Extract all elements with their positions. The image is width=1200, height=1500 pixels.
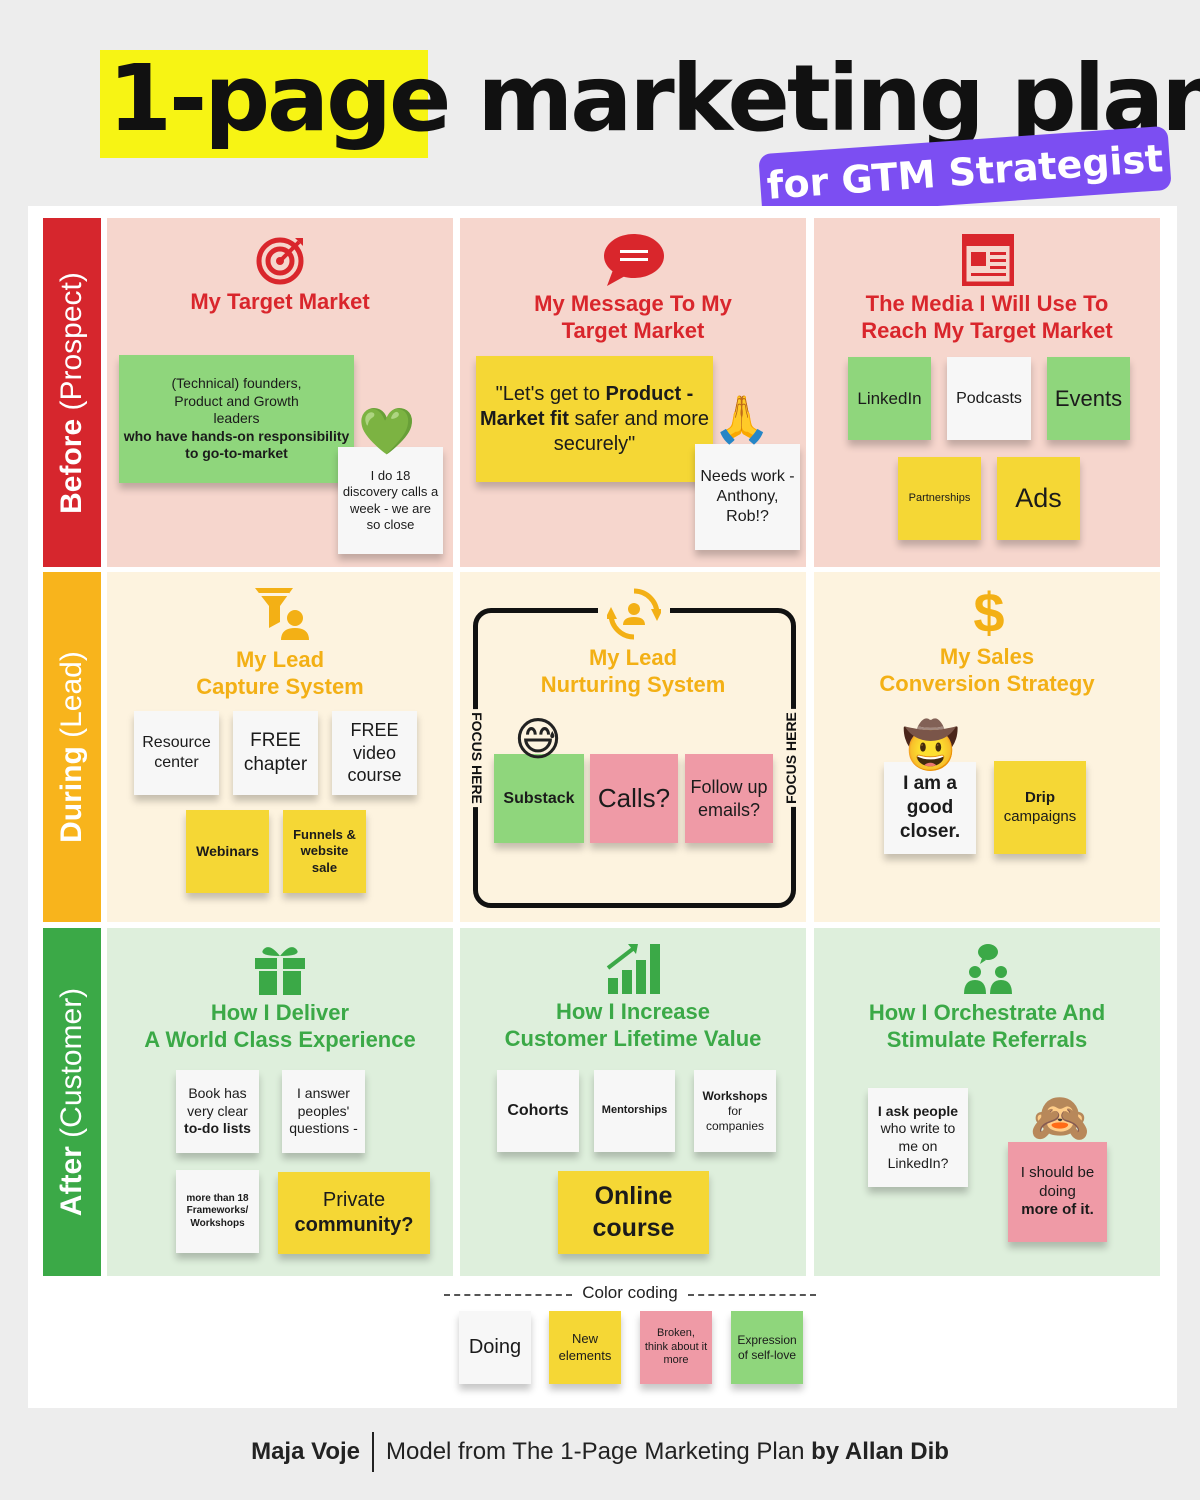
note-frameworks[interactable]: more than 18 Frameworks/ Workshops: [176, 1170, 259, 1253]
note-message-quote[interactable]: "Let's get to Product -Market fit safer …: [476, 356, 713, 482]
legend-dashed-right: [688, 1294, 816, 1296]
note-drip-campaigns[interactable]: Drip campaigns: [994, 761, 1086, 854]
note-needs-work[interactable]: Needs work - Anthony, Rob!?: [695, 444, 800, 550]
note-answer-questions[interactable]: I answer peoples' questions -: [282, 1070, 365, 1153]
legend-title: Color coding: [582, 1283, 678, 1302]
footer-author: Maja Voje: [251, 1438, 361, 1465]
newspaper-icon: [962, 234, 1014, 286]
note-funnels[interactable]: Funnels & website sale: [283, 810, 366, 893]
row-label-before: Before (Prospect): [43, 218, 101, 567]
legend-self-love: Expression of self-love: [731, 1311, 803, 1384]
note-events[interactable]: Events: [1047, 357, 1130, 440]
title-highlight-text: 1-page: [108, 45, 451, 152]
legend-new-elements: New elements: [549, 1311, 621, 1384]
focus-label-right: FOCUS HERE: [783, 709, 799, 807]
note-podcasts[interactable]: Podcasts: [947, 357, 1031, 440]
target-icon: [256, 237, 304, 285]
cowboy-emoji: 🤠: [902, 718, 960, 772]
note-discovery-calls[interactable]: I do 18 discovery calls a week - we are …: [338, 447, 443, 554]
growth-chart-icon: [606, 944, 660, 994]
note-private-community[interactable]: Private community?: [278, 1172, 430, 1254]
legend-broken: Broken, think about it more: [640, 1311, 712, 1384]
note-target-founders[interactable]: (Technical) founders, Product and Growth…: [119, 355, 354, 483]
nurture-cycle-icon: [607, 588, 661, 640]
cell-title: My Target Market: [190, 289, 370, 314]
note-good-closer[interactable]: I am a good closer.: [884, 762, 976, 854]
legend-doing: Doing: [459, 1311, 531, 1384]
note-free-chapter[interactable]: FREE chapter: [233, 711, 318, 795]
note-free-video-course[interactable]: FREE video course: [332, 711, 417, 795]
note-workshops-companies[interactable]: Workshops for companies: [694, 1070, 776, 1152]
speech-bubble-icon: [604, 234, 664, 286]
pray-emoji: 🙏: [713, 392, 771, 446]
note-partnerships[interactable]: Partnerships: [898, 457, 981, 540]
note-webinars[interactable]: Webinars: [186, 810, 269, 893]
note-mentorships[interactable]: Mentorships: [594, 1070, 675, 1152]
focus-label-left: FOCUS HERE: [469, 709, 485, 807]
legend-dashed-left: [444, 1294, 572, 1296]
referral-network-icon: [964, 944, 1012, 994]
row-label-during: During (Lead): [43, 572, 101, 922]
dollar-icon: $: [973, 581, 1005, 644]
note-ask-people[interactable]: I ask people who write to me on LinkedIn…: [868, 1088, 968, 1187]
footer-separator: [372, 1432, 375, 1472]
title-highlight: [100, 50, 428, 158]
note-cohorts[interactable]: Cohorts: [497, 1070, 579, 1152]
note-online-course[interactable]: Online course: [558, 1171, 709, 1254]
sweat-smile-emoji: 😅: [514, 712, 562, 766]
funnel-user-icon: [255, 588, 309, 640]
see-no-evil-monkey-emoji: 🙈: [1030, 1090, 1090, 1146]
note-ads[interactable]: Ads: [997, 457, 1080, 540]
row-label-after: After (Customer): [43, 928, 101, 1276]
green-heart-emoji: 💚: [358, 404, 416, 458]
gift-icon: [255, 947, 305, 995]
note-follow-up-emails[interactable]: Follow up emails?: [685, 754, 773, 843]
note-calls[interactable]: Calls?: [590, 754, 678, 843]
note-should-do-more[interactable]: I should be doing more of it.: [1008, 1142, 1107, 1242]
note-substack[interactable]: Substack: [494, 754, 584, 843]
note-linkedin[interactable]: LinkedIn: [848, 357, 931, 440]
footer-credit: Model from The 1-Page Marketing Plan by …: [386, 1438, 949, 1465]
note-book-to-do-lists[interactable]: Book has very clear to-do lists: [176, 1070, 259, 1153]
note-resource-center[interactable]: Resource center: [134, 711, 219, 795]
footer: Maja Voje Model from The 1-Page Marketin…: [0, 1432, 1200, 1472]
